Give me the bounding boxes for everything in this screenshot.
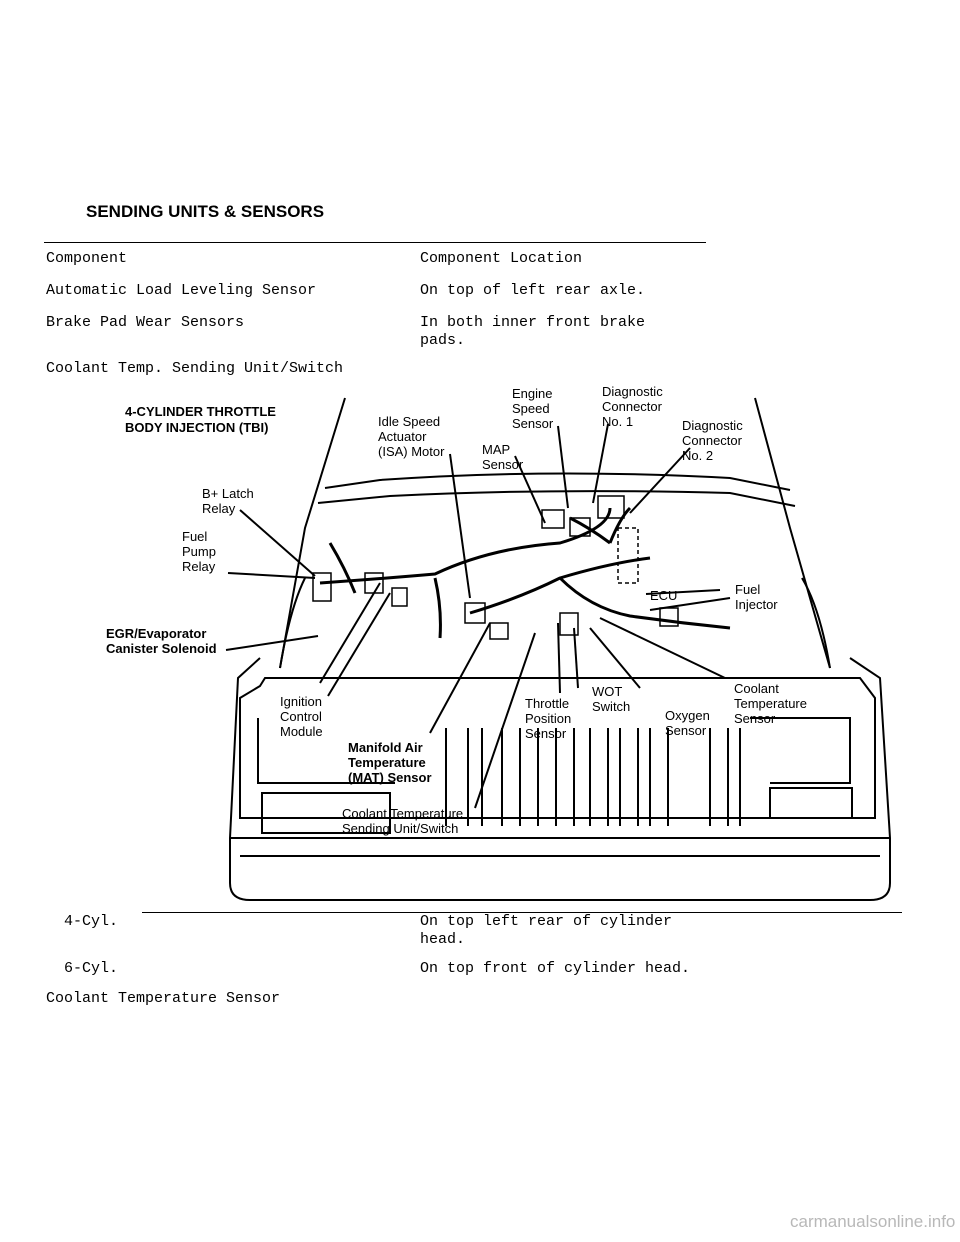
label-fuel-injector: Fuel Injector [735,582,778,612]
row-location: On top left rear of cylinder head. [420,913,673,948]
engine-compartment-diagram: 4-CYLINDER THROTTLE BODY INJECTION (TBI)… [106,384,891,901]
label-engine-speed-sensor: Engine Speed Sensor [512,386,556,431]
row-component: Brake Pad Wear Sensors [46,314,245,331]
label-oxygen-sensor: Oxygen Sensor [665,708,713,738]
header-rule [44,242,706,243]
row-component: 6-Cyl. [46,960,119,977]
label-b-latch-relay: B+ Latch Relay [202,486,257,516]
label-ecu: ECU [650,588,677,603]
leader-lines [225,423,731,809]
figure-rule [142,912,902,913]
figure-title: 4-CYLINDER THROTTLE BODY INJECTION (TBI) [125,404,280,435]
label-throttle-position-sensor: Throttle Position Sensor [525,696,575,741]
label-diagnostic-connector-2: Diagnostic Connector No. 2 [682,418,746,463]
column-header-location: Component Location [420,250,583,267]
harness-connectors [312,495,679,640]
row-component: Automatic Load Leveling Sensor [46,282,317,299]
label-mat-sensor: Manifold Air Temperature (MAT) Sensor [348,740,432,785]
label-diagnostic-connector-1: Diagnostic Connector No. 1 [602,384,666,429]
label-fuel-pump-relay: Fuel Pump Relay [182,529,220,574]
row-component: 4-Cyl. [46,913,119,930]
label-egr-solenoid: EGR/Evaporator Canister Solenoid [106,626,217,656]
watermark: carmanualsonline.info [790,1212,956,1231]
row-component: Coolant Temp. Sending Unit/Switch [46,360,344,377]
label-idle-speed-actuator: Idle Speed Actuator (ISA) Motor [378,414,445,459]
section-title: SENDING UNITS & SENSORS [86,202,325,221]
label-coolant-temperature-sensor: Coolant Temperature Sensor [734,681,811,726]
column-header-component: Component [46,250,128,267]
vehicle-outline [229,397,891,901]
label-map-sensor: MAP Sensor [482,442,524,472]
label-coolant-sending-unit: Coolant Temperature Sending Unit/Switch [342,806,467,836]
row-location: In both inner front brake pads. [420,314,646,349]
row-location: On top of left rear axle. [420,282,646,299]
label-ignition-control-module: Ignition Control Module [280,694,326,739]
row-location: On top front of cylinder head. [420,960,691,977]
row-component: Coolant Temperature Sensor [46,990,281,1007]
label-wot-switch: WOT Switch [592,684,630,714]
